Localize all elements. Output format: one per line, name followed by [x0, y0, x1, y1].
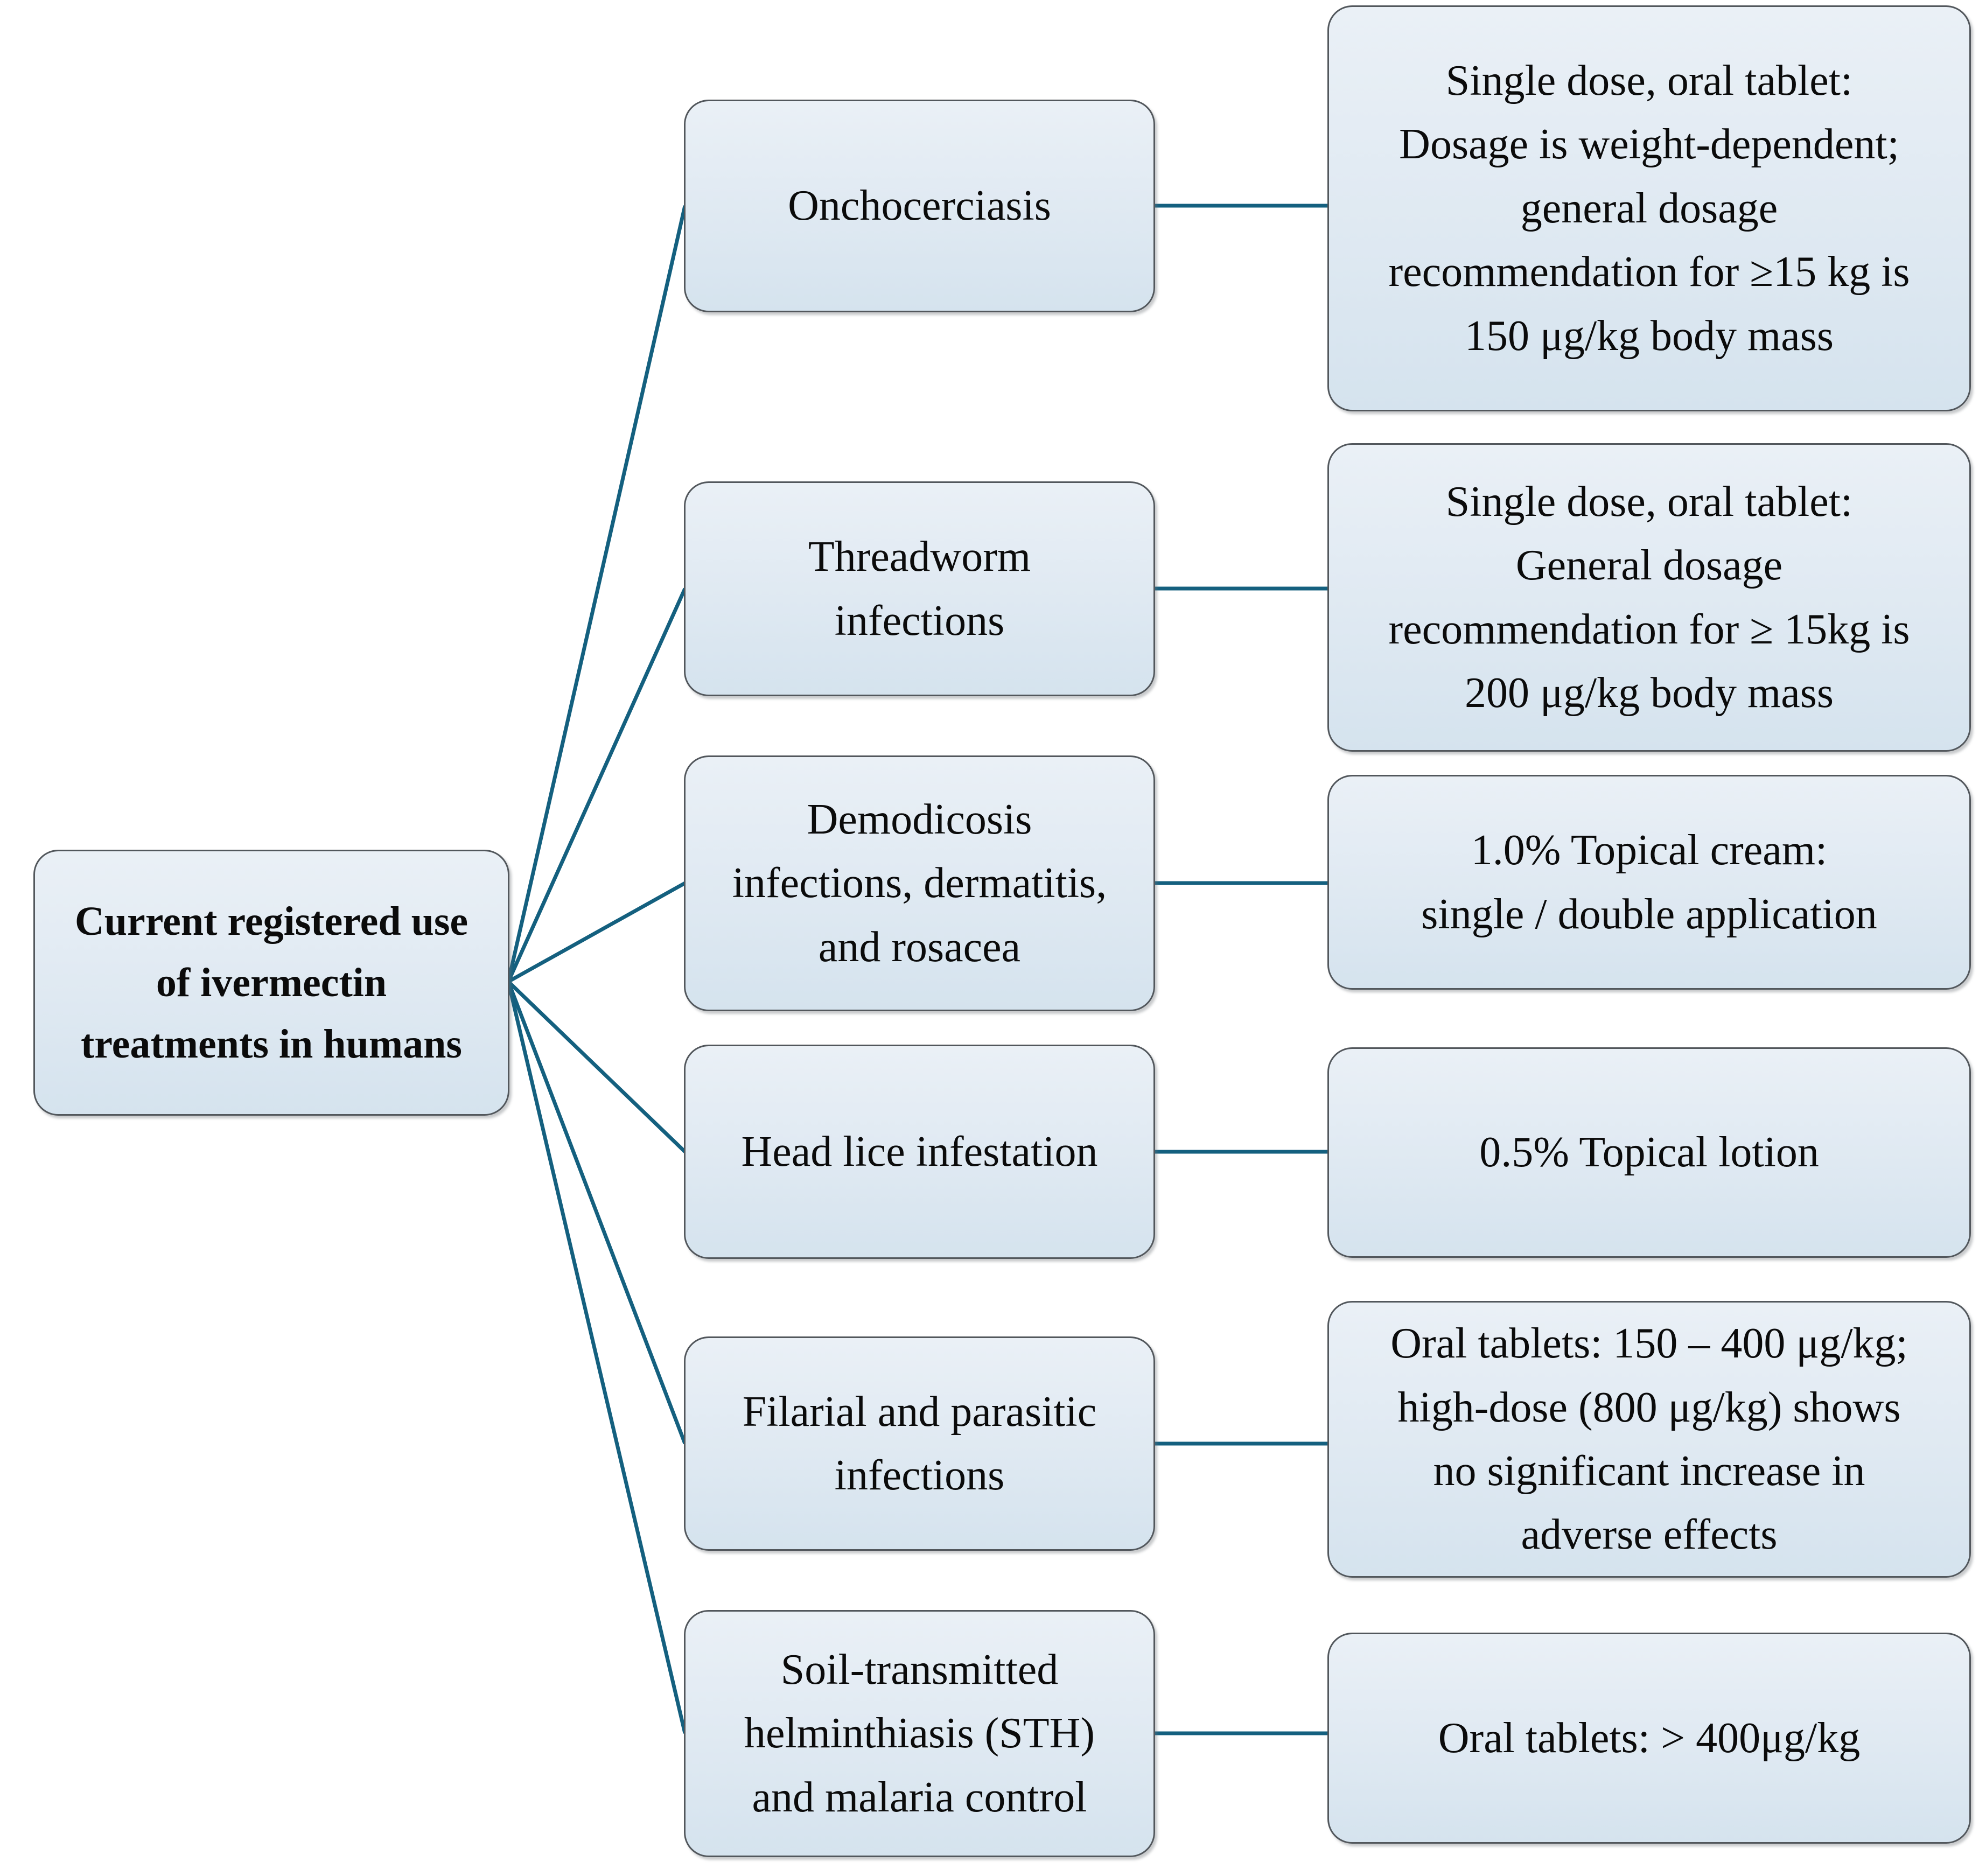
treatment-node-demodicosis: 1.0% Topical cream: single / double appl… [1327, 775, 1971, 990]
connector-root-filarial [506, 981, 687, 1445]
connector-root-head-lice [507, 980, 687, 1153]
treatment-label: 0.5% Topical lotion [1479, 1129, 1819, 1177]
condition-label: Demodicosis infections, dermatitis, and … [732, 795, 1107, 971]
treatment-node-sth: Oral tablets: > 400μg/kg [1327, 1633, 1971, 1844]
treatment-node-filarial: Oral tablets: 150 – 400 μg/kg; high-dose… [1327, 1301, 1971, 1578]
treatment-label: Oral tablets: > 400μg/kg [1438, 1714, 1861, 1762]
condition-node-onchocerciasis: Onchocerciasis [684, 100, 1155, 312]
treatment-node-head-lice: 0.5% Topical lotion [1327, 1047, 1971, 1258]
condition-label: Filarial and parasitic infections [742, 1388, 1097, 1499]
treatment-node-threadworm: Single dose, oral tablet: General dosage… [1327, 443, 1971, 752]
condition-label: Threadworm infections [808, 533, 1031, 645]
root-node-label: Current registered use of ivermectin tre… [74, 899, 468, 1067]
condition-label: Onchocerciasis [788, 182, 1051, 230]
connector-root-threadworm [506, 587, 687, 983]
treatment-label: Single dose, oral tablet: General dosage… [1388, 478, 1910, 717]
condition-label: Soil-transmitted helminthiasis (STH) and… [744, 1646, 1095, 1821]
connector-root-sth [506, 981, 687, 1734]
condition-node-head-lice: Head lice infestation [684, 1045, 1155, 1259]
condition-label: Head lice infestation [741, 1128, 1098, 1175]
treatment-label: 1.0% Topical cream: single / double appl… [1421, 827, 1877, 938]
condition-node-filarial: Filarial and parasitic infections [684, 1336, 1155, 1551]
treatment-node-onchocerciasis: Single dose, oral tablet: Dosage is weig… [1327, 5, 1971, 411]
condition-node-demodicosis: Demodicosis infections, dermatitis, and … [684, 755, 1155, 1011]
condition-node-sth: Soil-transmitted helminthiasis (STH) and… [684, 1610, 1155, 1857]
root-node: Current registered use of ivermectin tre… [33, 850, 509, 1116]
condition-node-threadworm: Threadworm infections [684, 481, 1155, 696]
treatment-label: Single dose, oral tablet: Dosage is weig… [1388, 57, 1910, 360]
connector-root-demodicosis [507, 881, 686, 984]
connector-root-onchocerciasis [506, 205, 687, 982]
treatment-label: Oral tablets: 150 – 400 μg/kg; high-dose… [1390, 1320, 1908, 1559]
